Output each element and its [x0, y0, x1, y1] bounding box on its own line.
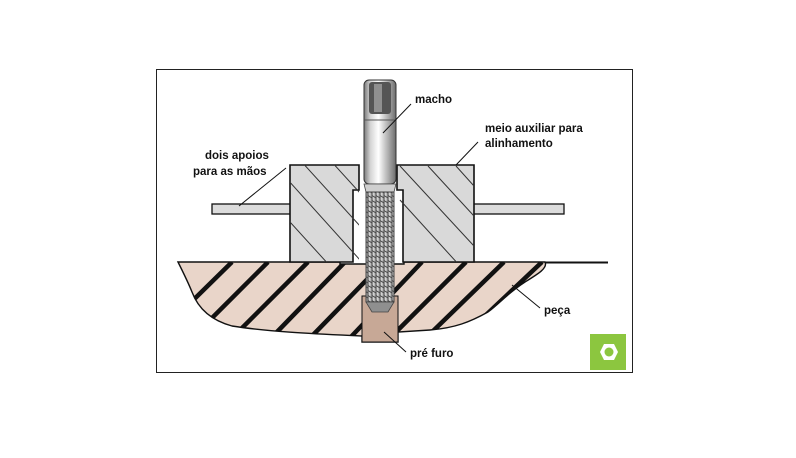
pilot-hole-label: pré furo [410, 348, 453, 360]
alignment-block-left [289, 164, 360, 263]
right-handle-bar [471, 203, 565, 215]
workpiece-leader [511, 284, 541, 309]
tap-tool [363, 79, 397, 313]
alignment-label-line1: meio auxiliar para [485, 123, 583, 135]
alignment-label-line2: alinhamento [485, 138, 553, 150]
workpiece-label: peça [544, 305, 571, 317]
tap-label: macho [415, 94, 452, 106]
handles-leader [238, 167, 287, 207]
pilot-hole-leader [383, 331, 407, 353]
handles-label-line2: para as mãos [193, 166, 267, 178]
left-handle-bar [211, 203, 293, 215]
hexagon-nut-icon [590, 334, 626, 370]
alignment-leader [455, 141, 479, 166]
alignment-block-right [396, 164, 475, 263]
handles-label-line1: dois apoios [205, 150, 269, 162]
tap-thread-section [365, 191, 395, 303]
tap-leader [382, 103, 412, 134]
